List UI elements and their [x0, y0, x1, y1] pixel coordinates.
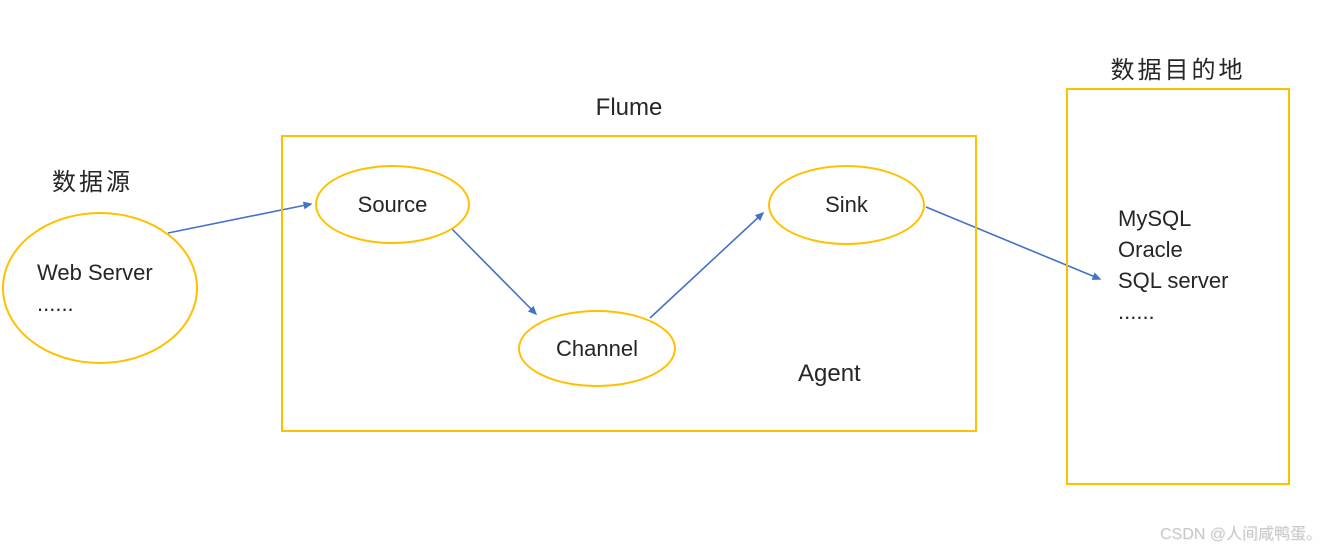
agent-label: Agent [798, 360, 861, 387]
csdn-watermark: CSDN @人间咸鸭蛋。 [1159, 526, 1322, 543]
sink-node: Sink [768, 165, 925, 245]
source-node: Source [315, 165, 470, 244]
source-node-label: Source [357, 191, 428, 217]
data-destination-label: 数据目的地 [1110, 57, 1246, 84]
destination-box [1066, 88, 1290, 485]
web-server-ellipsis: ...... [37, 291, 74, 316]
flume-agent-box [281, 135, 977, 432]
channel-node: Channel [518, 310, 676, 387]
channel-node-label: Channel [556, 335, 638, 361]
flume-title: Flume [595, 94, 663, 121]
sink-node-label: Sink [825, 192, 868, 217]
destination-item-mysql: MySQL [1118, 206, 1192, 231]
web-server-ellipse: Web Server ...... [2, 212, 198, 364]
data-source-label: 数据源 [52, 169, 133, 196]
web-server-text: Web Server [37, 260, 153, 285]
destination-item-sqlserver: SQL server [1118, 268, 1229, 293]
destination-item-ellipsis: ...... [1118, 299, 1155, 324]
destination-items: MySQL Oracle SQL server ...... [1118, 203, 1228, 327]
destination-item-oracle: Oracle [1118, 237, 1183, 262]
